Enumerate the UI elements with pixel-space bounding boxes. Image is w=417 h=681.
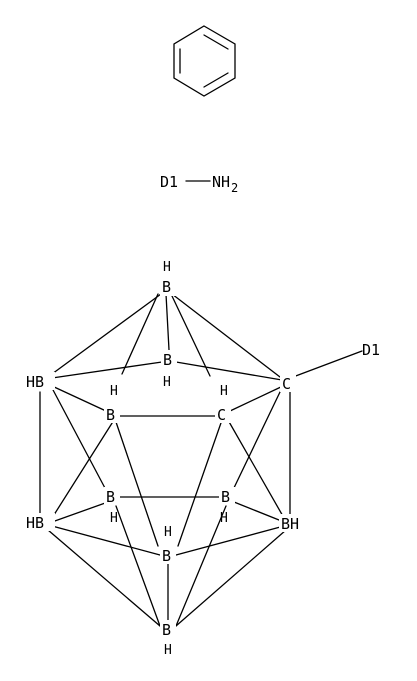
nh2-subscript: 2 (231, 181, 238, 195)
atom-h-upper-mid: H (163, 375, 171, 390)
benzene-ring (173, 25, 236, 97)
atom-b-top: B (162, 278, 171, 296)
atom-c-mid: C (217, 406, 226, 424)
atom-h-bottom: H (164, 643, 172, 658)
atom-h-c-mid: H (220, 384, 228, 399)
atom-b-bottom: B (162, 621, 171, 639)
atom-hb-left-upper: HB (26, 373, 44, 391)
atom-h-lower-right: H (220, 511, 228, 526)
atom-b-lower-mid: B (162, 547, 171, 565)
atom-bh-right: BH (281, 515, 299, 533)
d1-label-top: D1 (160, 173, 178, 191)
atom-h-left-inner: H (110, 384, 118, 399)
atom-c-right: C (282, 375, 291, 393)
carborane-atoms: B H B H HB C D1 H H B C B B HB BH H H H … (25, 260, 380, 658)
carborane-bonds (39, 293, 363, 627)
atom-b-upper-mid: B (163, 351, 172, 369)
atom-h-lower-mid: H (164, 525, 172, 540)
d1-nh2-fragment: D1 NH 2 (160, 173, 238, 195)
d1-label-cage: D1 (362, 341, 380, 359)
atom-h-lower-left: H (110, 511, 118, 526)
atom-hb-left-lower: HB (26, 514, 44, 532)
atom-b-lower-left: B (106, 488, 115, 506)
atom-h-top: H (163, 260, 171, 275)
atom-b-lower-right: B (221, 488, 230, 506)
nh-label: NH (212, 173, 230, 191)
atom-b-mid-left: B (106, 406, 115, 424)
